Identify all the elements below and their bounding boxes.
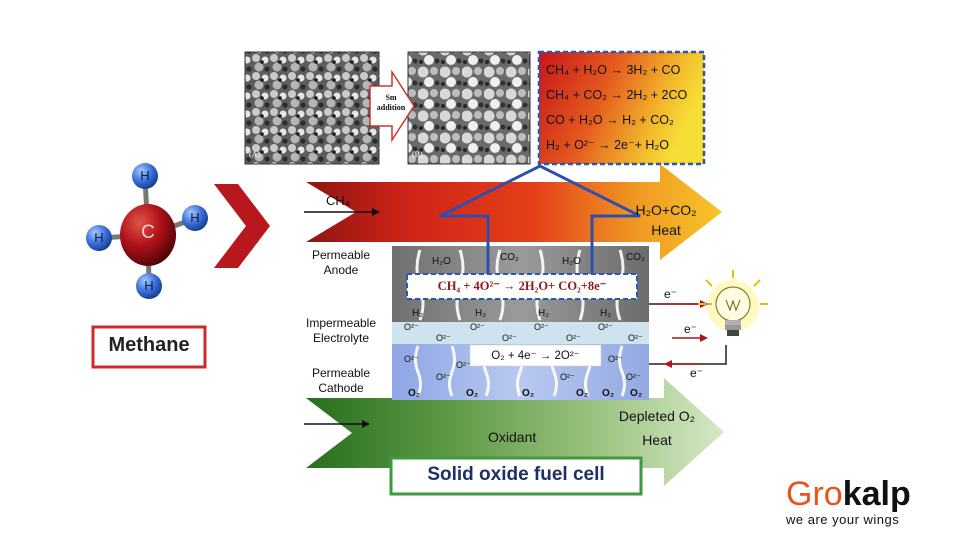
fuel-inlet-arrow	[304, 208, 380, 216]
upward-flow-arrow	[439, 164, 641, 276]
hydrogen-atom-top	[132, 163, 158, 189]
oxidant-label: Oxidant	[488, 429, 537, 445]
anode-species-4: CO₂	[626, 252, 645, 263]
sem-image-a-tag: (A)	[249, 150, 261, 159]
reactions-box	[537, 50, 706, 166]
electrolyte-ion: O²⁻	[470, 322, 485, 332]
fuel-stream-arrow	[306, 164, 722, 260]
oxidant-inlet-arrow	[304, 420, 370, 428]
reaction-2: CH₄ + CO₂ → 2H₂ + 2CO	[546, 88, 688, 102]
anode-label: Permeable Anode	[311, 248, 371, 277]
sm-addition-arrow	[369, 69, 415, 143]
electrolyte-ion: O²⁻	[404, 322, 419, 332]
hydrogen-species-1: H₂	[412, 308, 424, 319]
electrolyte-ion: O²⁻	[566, 333, 581, 343]
methane-caption-box	[91, 325, 207, 369]
brand-tagline: we are your wings	[786, 512, 900, 527]
reaction-4: H₂ + O²⁻ → 2e⁻+ H₂O	[546, 138, 669, 152]
hydrogen-label-left: H	[94, 230, 104, 245]
chevron-arrow-icon	[214, 184, 270, 268]
electrolyte-ion: O²⁻	[598, 322, 613, 332]
methane-caption: Methane	[108, 334, 190, 356]
logo-part-kalp: kalp	[842, 475, 911, 513]
logo-part-gro: Gro	[786, 475, 843, 513]
hydrogen-label-top: H	[140, 168, 150, 183]
electrolyte-ion: O²⁻	[608, 354, 623, 364]
electron-label-3: e⁻	[690, 366, 704, 380]
title-box	[389, 456, 643, 496]
oxidant-outlet-line2: Heat	[642, 432, 672, 448]
hydrogen-atom-right	[182, 205, 208, 231]
electrolyte-ion: O²⁻	[436, 333, 451, 343]
cathode-species: O₂	[522, 388, 535, 399]
sm-addition-line1: Sm	[385, 93, 397, 102]
hydrogen-atom-bottom	[136, 273, 162, 299]
carbon-atom-label: C	[141, 222, 155, 243]
sem-image-a	[244, 51, 380, 165]
cathode-species: O₂	[466, 388, 479, 399]
electrolyte-ion: O²⁻	[560, 372, 575, 382]
reaction-3: CO + H₂O → H₂ + CO₂	[546, 113, 674, 127]
electrolyte-ion: O²⁻	[456, 360, 471, 370]
electrolyte-layer	[392, 322, 649, 344]
anode-species-3: H₂O	[562, 256, 581, 267]
hydrogen-label-right: H	[190, 210, 200, 225]
cathode-species: O₂	[408, 388, 421, 399]
hydrogen-species-3: H₂	[538, 308, 550, 319]
electrolyte-ion: O²⁻	[502, 333, 517, 343]
cathode-species: O₂	[602, 388, 615, 399]
brand-logo: Grokalp we are your wings	[786, 476, 966, 527]
cathode-reaction-box	[469, 344, 602, 367]
reactions-list: CH₄ + H₂O → 3H₂ + CO CH₄ + CO₂ → 2H₂ + 2…	[546, 58, 702, 158]
electrolyte-ion: O²⁻	[628, 333, 643, 343]
cathode-species: O₂	[630, 388, 643, 399]
methane-molecule	[86, 163, 208, 299]
anode-species-1: H₂O	[432, 256, 451, 267]
electrolyte-ion: O²⁻	[436, 372, 451, 382]
hydrogen-species-2: H₂	[475, 308, 487, 319]
sem-image-b	[407, 51, 531, 165]
diagram-title: Solid oxide fuel cell	[427, 464, 605, 485]
fuel-outlet-line2: Heat	[651, 222, 681, 238]
sm-addition-label: Sm addition	[371, 93, 411, 113]
anode-reaction: CH₄ + 4O²⁻ → 2H₂O+ CO₂+8e⁻	[437, 279, 607, 293]
electrolyte-ion: O²⁻	[626, 372, 641, 382]
reaction-1: CH₄ + H₂O → 3H₂ + CO	[546, 63, 681, 77]
anode-species-2: CO₂	[500, 252, 519, 263]
carbon-atom	[120, 204, 176, 266]
electrolyte-ion: O²⁻	[534, 322, 549, 332]
electron-label-1: e⁻	[664, 287, 678, 301]
light-bulb-icon	[698, 270, 768, 336]
cathode-reaction: O₂ + 4e⁻ → 2O²⁻	[491, 350, 580, 362]
cathode-label: Permeable Cathode	[311, 366, 371, 395]
fuel-outlet-line1: H₂O+CO₂	[635, 202, 697, 218]
anode-reaction-box	[406, 273, 638, 300]
hydrogen-species-4: H₂	[600, 308, 612, 319]
cathode-species: O₂	[576, 388, 589, 399]
sem-image-b-tag: (B)	[412, 150, 423, 159]
electrolyte-label: Impermeable Electrolyte	[305, 316, 377, 345]
electron-arrows	[659, 300, 708, 368]
fuel-outlet-label: H₂O+CO₂ Heat	[626, 200, 706, 240]
oxidant-outlet-label: Depleted O₂ Heat	[608, 404, 706, 452]
hydrogen-label-bottom: H	[144, 278, 154, 293]
electron-label-2: e⁻	[684, 322, 698, 336]
fuel-inlet-label: CH₄	[326, 193, 351, 208]
hydrogen-atom-left	[86, 225, 112, 251]
sm-addition-line2: addition	[376, 103, 406, 112]
electrolyte-ion: O²⁻	[404, 354, 419, 364]
oxidant-outlet-line1: Depleted O₂	[618, 408, 696, 424]
